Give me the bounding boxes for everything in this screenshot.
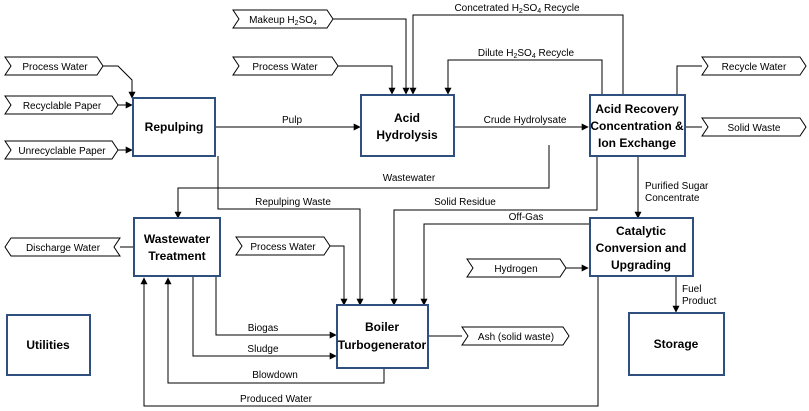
output-solid-waste: Solid Waste [701,117,807,137]
unit-catalytic-conversion: Catalytic Conversion and Upgrading [589,217,694,277]
arrow-concentrated-recycle [409,14,624,95]
input-label: Hydrogen [494,264,537,275]
input-process-water-repulping: Process Water [4,56,104,76]
unit-label: Acid [394,111,420,125]
unit-label: Utilities [26,338,70,352]
stream-label-off-gas: Off-Gas [509,212,544,223]
arrow-sludge [192,276,337,360]
unit-label: Acid Recovery [595,102,679,116]
stream-label-fuel-product: Fuel [682,284,701,295]
stream-label-purified-sugar: Purified Sugar [645,181,709,192]
output-label: Discharge Water [26,243,101,254]
stream-labels: Pulp Crude Hydrolysate Concetrated H2SO4… [240,3,717,405]
output-label: Solid Waste [728,123,781,134]
arrow-repulping-waste [217,156,364,306]
unit-label: Ion Exchange [598,136,676,150]
output-label: Recycle Water [722,62,787,73]
line-recycle-water [676,65,702,95]
stream-label-blowdown: Blowdown [252,370,298,381]
input-label: Makeup H2SO4 [249,15,317,27]
unit-label: Treatment [148,249,205,263]
input-label: Recyclable Paper [23,101,102,112]
unit-label: Repulping [145,120,204,134]
arrow-process-water-to-repulping [103,65,136,99]
unit-label: Catalytic [616,224,666,238]
input-hydrogen: Hydrogen [466,258,567,278]
unit-label: Hydrolysis [376,128,438,142]
stream-label-repulping-waste: Repulping Waste [255,197,331,208]
arrow-makeup-h2so4 [333,18,410,95]
unit-label: Storage [654,337,699,351]
arrow-solid-residue [390,156,598,306]
unit-utilities: Utilities [6,314,91,376]
stream-label-biogas: Biogas [248,323,279,334]
stream-label-dilute-recycle: Dilute H2SO4 Recycle [478,48,575,60]
connectors [103,14,702,407]
stream-label-sludge: Sludge [247,344,279,355]
input-process-water-boiler: Process Water [235,236,331,256]
input-recyclable-paper: Recyclable Paper [4,95,119,115]
input-process-water-acid: Process Water [232,56,339,76]
stream-label-produced-water: Produced Water [240,394,313,405]
unit-storage: Storage [628,312,725,376]
stream-label-solid-residue: Solid Residue [434,197,496,208]
arrow-dilute-recycle [444,59,603,95]
output-ash: Ash (solid waste) [461,326,570,346]
unit-wastewater-treatment: Wastewater Treatment [133,217,221,277]
input-label: Process Water [22,62,88,73]
arrow-process-water-to-boiler [330,245,348,306]
output-label: Ash (solid waste) [478,332,554,343]
arrow-biogas [215,276,337,339]
unit-label: Wastewater [144,232,211,246]
stream-label-purified-sugar: Concentrate [645,193,700,204]
stream-label-concentrated-recycle: Concetrated H2SO4 Recycle [454,3,580,15]
unit-label: Upgrading [611,258,671,272]
arrow-off-gas [420,223,590,306]
unit-acid-hydrolysis: Acid Hydrolysis [360,94,455,157]
unit-acid-recovery: Acid Recovery Concentration & Ion Exchan… [589,94,686,157]
stream-label-crude-hydrolysate: Crude Hydrolysate [484,115,567,126]
arrow-wastewater [174,145,550,219]
input-label: Process Water [250,242,316,253]
arrow-process-water-to-acid [338,65,396,95]
unit-label: Boiler [365,320,399,334]
stream-label-wastewater: Wastewater [383,173,436,184]
arrow-blowdown [164,277,385,384]
stream-label-fuel-product: Product [682,296,717,307]
unit-label: Concentration & [590,119,684,133]
output-discharge-water: Discharge Water [4,237,121,257]
unit-repulping: Repulping [132,97,216,157]
input-label: Unrecyclable Paper [18,146,106,157]
input-label: Process Water [252,62,318,73]
unit-label: Conversion and [596,241,687,255]
unit-boiler-turbogenerator: Boiler Turbogenerator [336,304,429,369]
arrow-produced-water [140,276,599,407]
unit-label: Turbogenerator [338,338,427,352]
stream-label-pulp: Pulp [282,115,302,126]
input-makeup-h2so4: Makeup H2SO4 [232,9,334,29]
output-recycle-water: Recycle Water [701,56,807,76]
input-unrecyclable-paper: Unrecyclable Paper [4,140,119,160]
